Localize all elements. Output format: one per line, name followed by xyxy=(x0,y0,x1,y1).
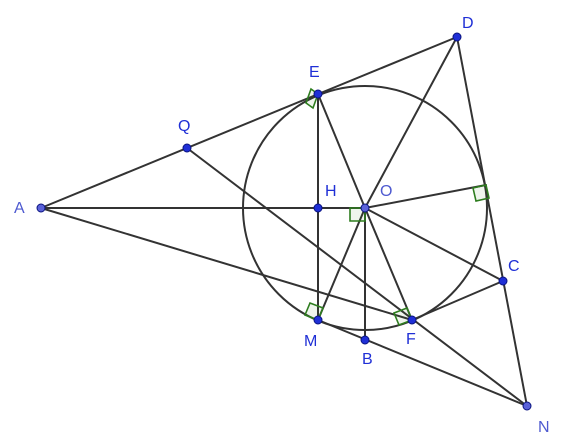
right-angle-marker-h-o xyxy=(349,207,366,222)
point-o xyxy=(360,203,370,213)
segment-q-n xyxy=(186,147,528,407)
label-o: O xyxy=(380,183,392,200)
segment-o-c xyxy=(364,207,504,282)
points xyxy=(36,32,532,411)
segment-o-d xyxy=(364,36,458,209)
segment-e-o xyxy=(317,93,366,209)
segment-d-n xyxy=(456,36,528,407)
right-angle-markers xyxy=(303,87,490,327)
segment-o-tangent xyxy=(364,184,487,209)
label-m: M xyxy=(304,333,317,350)
point-h xyxy=(313,203,323,213)
right-angle-marker-tangent xyxy=(472,184,490,202)
label-n: N xyxy=(538,419,550,436)
point-labels: D E Q A H O C M F B N xyxy=(14,15,550,436)
label-e: E xyxy=(309,64,320,81)
label-q: Q xyxy=(178,118,190,135)
point-q xyxy=(182,143,192,153)
segment-f-c xyxy=(411,280,504,321)
segment-m-n xyxy=(317,319,528,407)
segment-a-f xyxy=(40,207,413,321)
point-d xyxy=(452,32,462,42)
label-b: B xyxy=(362,351,373,368)
point-b xyxy=(360,335,370,345)
segments xyxy=(40,36,528,407)
segment-a-d xyxy=(40,36,458,209)
point-e xyxy=(313,89,323,99)
label-f: F xyxy=(406,331,416,348)
label-d: D xyxy=(462,15,474,32)
segment-o-f xyxy=(364,207,413,321)
right-angle-marker-f xyxy=(392,306,414,327)
point-a xyxy=(36,203,46,213)
label-c: C xyxy=(508,258,520,275)
point-c xyxy=(498,276,508,286)
label-h: H xyxy=(325,183,337,200)
point-n xyxy=(522,401,532,411)
point-m xyxy=(313,315,323,325)
label-a: A xyxy=(14,200,25,217)
point-f xyxy=(407,315,417,325)
